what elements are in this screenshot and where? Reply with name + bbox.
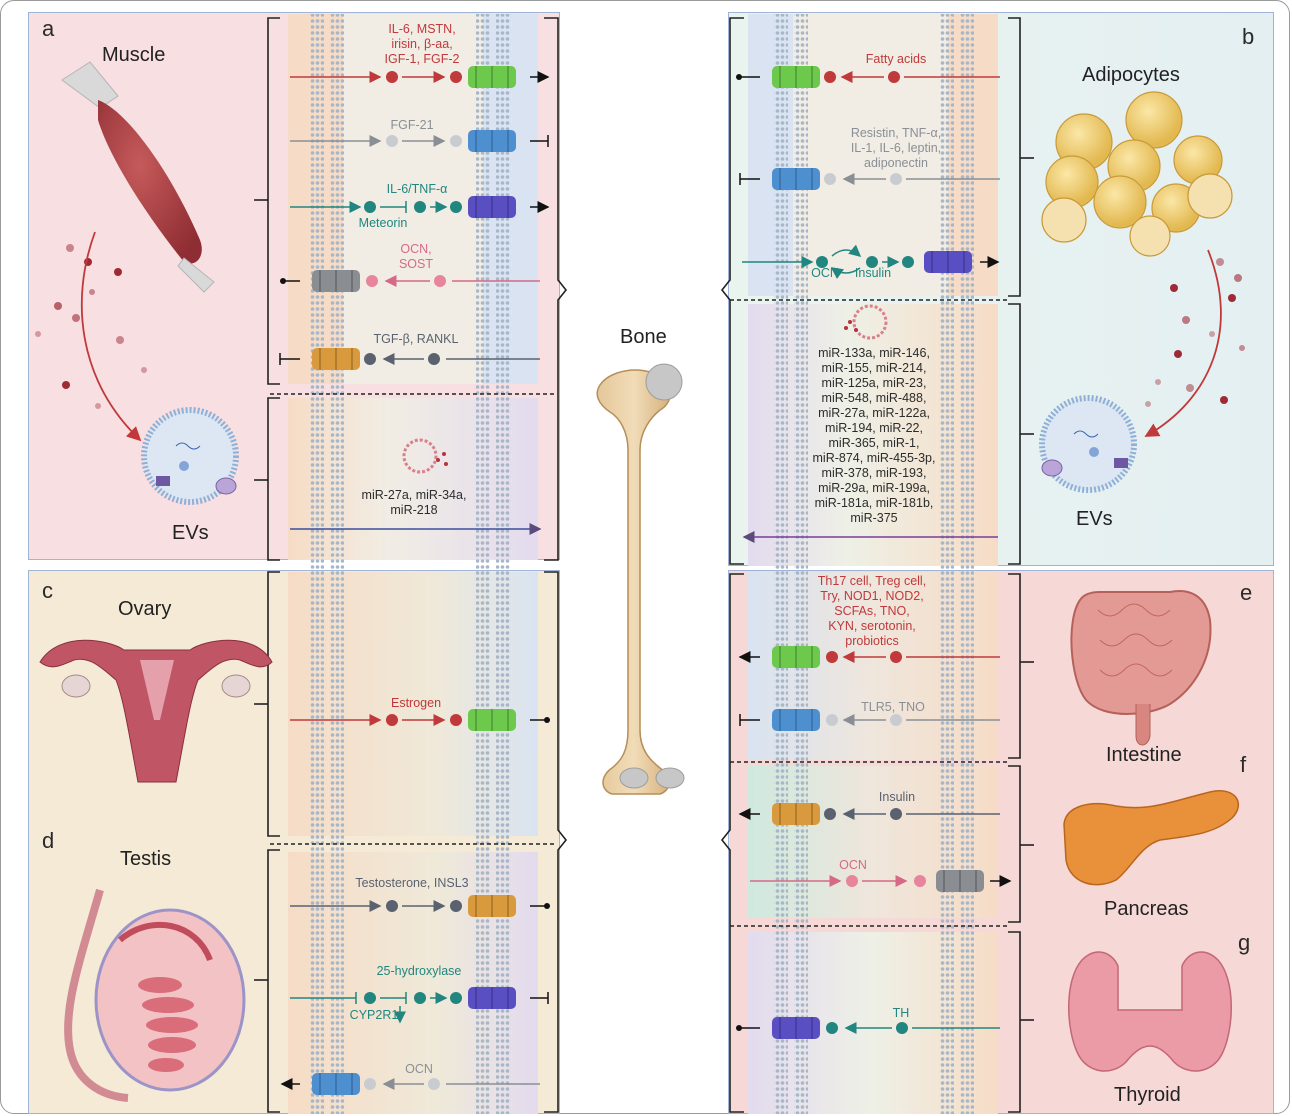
bone-illustration — [597, 364, 684, 794]
adipokines-text: Resistin, TNF-α,IL-1, IL-6, leptin,adipo… — [838, 126, 954, 171]
estrogen-text: Estrogen — [386, 696, 446, 711]
panel-letter-c: c — [42, 578, 53, 604]
muscle-mirna-text: miR-27a, miR-34a,miR-218 — [352, 488, 476, 518]
adipocytes-illustration — [1042, 92, 1232, 256]
testosterone-text: Testosterone, INSL3 — [350, 876, 474, 891]
fgf21-text: FGF-21 — [382, 118, 442, 133]
panel-letter-e: e — [1240, 580, 1252, 606]
fatty-acids-text: Fatty acids — [856, 52, 936, 67]
il6-tnf-text: IL-6/TNF-α — [376, 182, 458, 197]
intestine-factors-text: Th17 cell, Treg cell,Try, NOD1, NOD2,SCF… — [810, 574, 934, 649]
adipo-mirna-text: miR-133a, miR-146,miR-155, miR-214,miR-1… — [806, 346, 942, 526]
th-text: TH — [888, 1006, 914, 1021]
muscle-factors-text: IL-6, MSTN,irisin, β-aa,IGF-1, FGF-2 — [366, 22, 478, 67]
pancreas-ocn-text: OCN — [836, 858, 870, 873]
center-label-bone: Bone — [620, 326, 667, 349]
organ-label-ovary: Ovary — [118, 598, 171, 621]
panel-letter-b: b — [1242, 24, 1254, 50]
intestine-illustration — [1071, 591, 1210, 745]
muscle-ocn-sost-text: OCN,SOST — [396, 242, 436, 272]
hydroxylase-text: 25-hydroxylase — [372, 964, 466, 979]
panel-letter-a: a — [42, 16, 54, 42]
organ-label-testis: Testis — [120, 848, 171, 871]
ev-label-b: EVs — [1076, 508, 1113, 531]
ev-vesicle-b — [1042, 398, 1134, 490]
pancreas-illustration — [1064, 791, 1238, 885]
pancreas-insulin-text: Insulin — [872, 790, 922, 805]
organ-label-pancreas: Pancreas — [1104, 898, 1189, 921]
panel-letter-f: f — [1240, 752, 1246, 778]
adipo-ocn-text: OCN — [808, 266, 842, 281]
tgf-rankl-text: TGF-β, RANKL — [370, 332, 462, 347]
ev-vesicle-a — [144, 410, 236, 502]
tlr5-tno-text: TLR5, TNO — [856, 700, 930, 715]
ovary-illustration — [40, 640, 272, 782]
cyp2r1-text: CYP2R1 — [348, 1008, 400, 1023]
ev-label-a: EVs — [172, 522, 209, 545]
adipo-insulin-text: Insulin — [850, 266, 896, 281]
organ-label-intestine: Intestine — [1106, 744, 1182, 767]
muscle-illustration — [62, 62, 214, 292]
receptor-green — [468, 66, 516, 88]
organ-label-thyroid: Thyroid — [1114, 1084, 1181, 1107]
organ-label-muscle: Muscle — [102, 44, 165, 67]
organ-label-adipocytes: Adipocytes — [1082, 64, 1180, 87]
testis-ocn-text: OCN — [402, 1062, 436, 1077]
panel-letter-g: g — [1238, 930, 1250, 956]
thyroid-illustration — [1069, 952, 1232, 1071]
testis-illustration — [68, 890, 244, 1098]
meteorin-text: Meteorin — [350, 216, 416, 231]
panel-letter-d: d — [42, 828, 54, 854]
